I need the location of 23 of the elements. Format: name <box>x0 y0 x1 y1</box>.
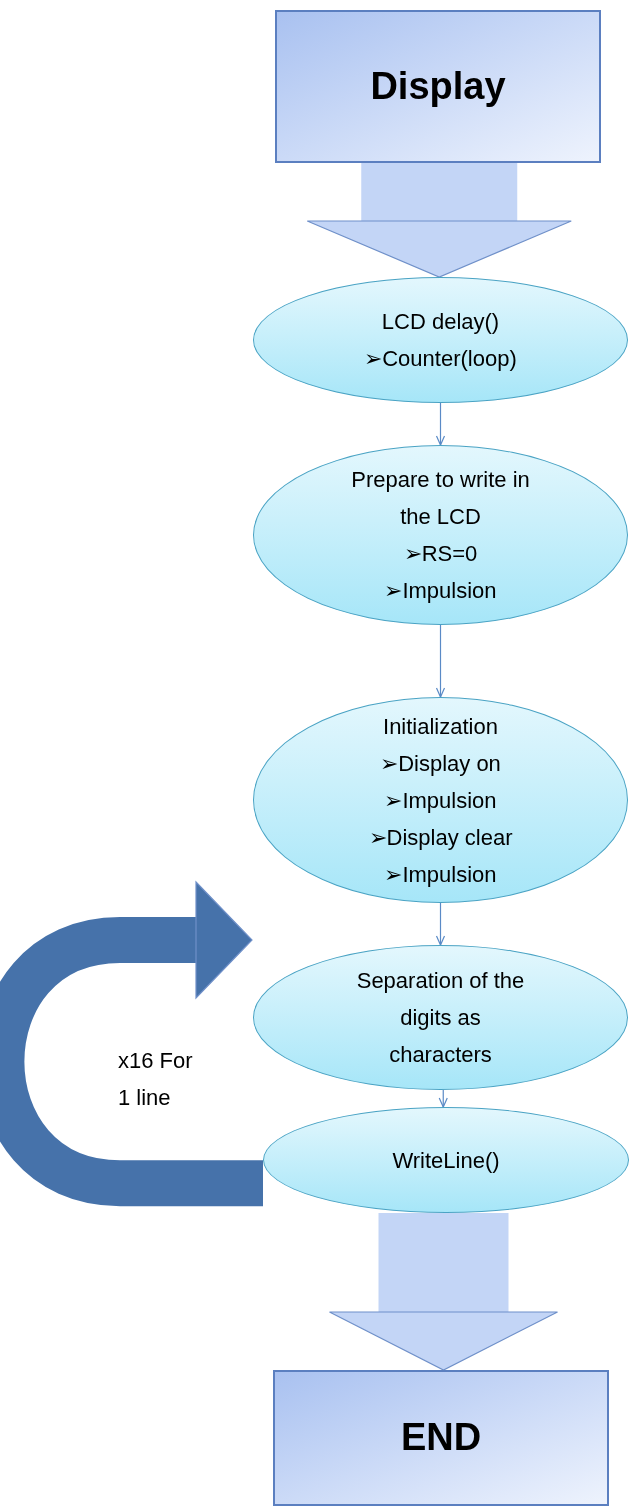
block-arrow <box>328 1213 559 1371</box>
node-text: WriteLine() <box>392 1146 500 1175</box>
block-arrow <box>0 881 263 1207</box>
node-text: Display <box>370 63 506 109</box>
process-box <box>275 10 601 163</box>
process-box <box>273 1370 609 1506</box>
node-text: Prepare to write in the LCD <box>350 466 531 531</box>
arrow <box>435 402 446 446</box>
node-text: Initialization <box>383 712 498 741</box>
node-text: ➢Display clear <box>368 823 513 852</box>
node-text: LCD delay() <box>381 308 500 336</box>
node-text: ➢Impulsion <box>384 577 497 605</box>
node-text: END <box>400 1415 482 1461</box>
node-text: ➢Display on <box>380 749 501 778</box>
node-text: ➢Impulsion <box>384 786 497 815</box>
arrow <box>438 1089 448 1108</box>
arrow <box>435 902 446 946</box>
node-text: ➢RS=0 <box>403 540 478 568</box>
node-text: ➢Impulsion <box>384 860 497 889</box>
block-arrow <box>306 163 572 278</box>
node-text: Separation of the digits as characters <box>355 967 526 1069</box>
node-text: ➢Counter(loop) <box>364 345 517 373</box>
arrow <box>435 624 446 698</box>
